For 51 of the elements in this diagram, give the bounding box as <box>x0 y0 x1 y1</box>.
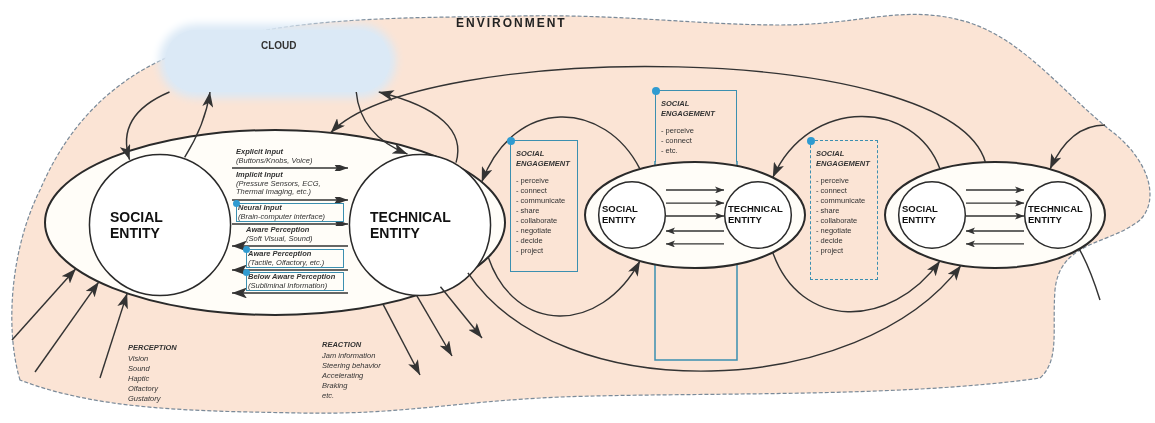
connector-line <box>1078 248 1101 301</box>
entity-circle <box>598 181 666 249</box>
arrow <box>329 66 987 163</box>
arrow <box>355 91 409 155</box>
arrow <box>965 240 1025 248</box>
arrow <box>231 264 349 276</box>
entity-circle <box>88 153 232 297</box>
system-ellipse <box>585 162 805 268</box>
entity-label: TECHNICAL ENTITY <box>728 204 784 226</box>
arrow <box>665 240 725 248</box>
arrow <box>965 212 1025 220</box>
arrow <box>772 251 941 313</box>
arrow <box>34 281 100 373</box>
entity-label: TECHNICAL ENTITY <box>1028 204 1084 226</box>
arrow <box>665 227 725 235</box>
entity-label: SOCIAL ENTITY <box>902 204 939 226</box>
arrow <box>481 116 641 183</box>
arrow <box>11 268 77 341</box>
arrow <box>965 199 1025 207</box>
engagement-frame <box>810 140 878 280</box>
arrow <box>1049 124 1106 170</box>
arrow <box>665 199 725 207</box>
arrow <box>965 186 1025 194</box>
engagement-frame <box>655 90 737 162</box>
entity-circle <box>348 153 492 297</box>
region-title: ENVIRONMENT <box>456 16 567 30</box>
arrow <box>467 264 962 372</box>
arrow <box>382 303 421 376</box>
arrow <box>665 186 725 194</box>
entity-circle <box>898 181 966 249</box>
cloud-area <box>165 30 390 92</box>
system-ellipse <box>885 162 1105 268</box>
arrow <box>772 115 941 179</box>
entity-circle <box>1024 181 1092 249</box>
entity-label: SOCIAL ENTITY <box>110 208 164 242</box>
arrow <box>378 90 459 164</box>
arrow <box>231 287 349 299</box>
arrow <box>183 91 213 159</box>
arrow <box>487 256 641 317</box>
engagement-frame <box>510 140 578 272</box>
arrow <box>231 240 349 252</box>
arrow <box>665 212 725 220</box>
entity-circle <box>724 181 792 249</box>
entity-label: TECHNICAL ENTITY <box>370 208 452 242</box>
arrow <box>415 294 453 357</box>
arrow <box>965 227 1025 235</box>
arrow <box>99 292 128 379</box>
cloud-label: CLOUD <box>261 40 297 51</box>
arrow <box>120 91 171 161</box>
entity-label: SOCIAL ENTITY <box>602 204 639 226</box>
arrow <box>439 286 483 339</box>
